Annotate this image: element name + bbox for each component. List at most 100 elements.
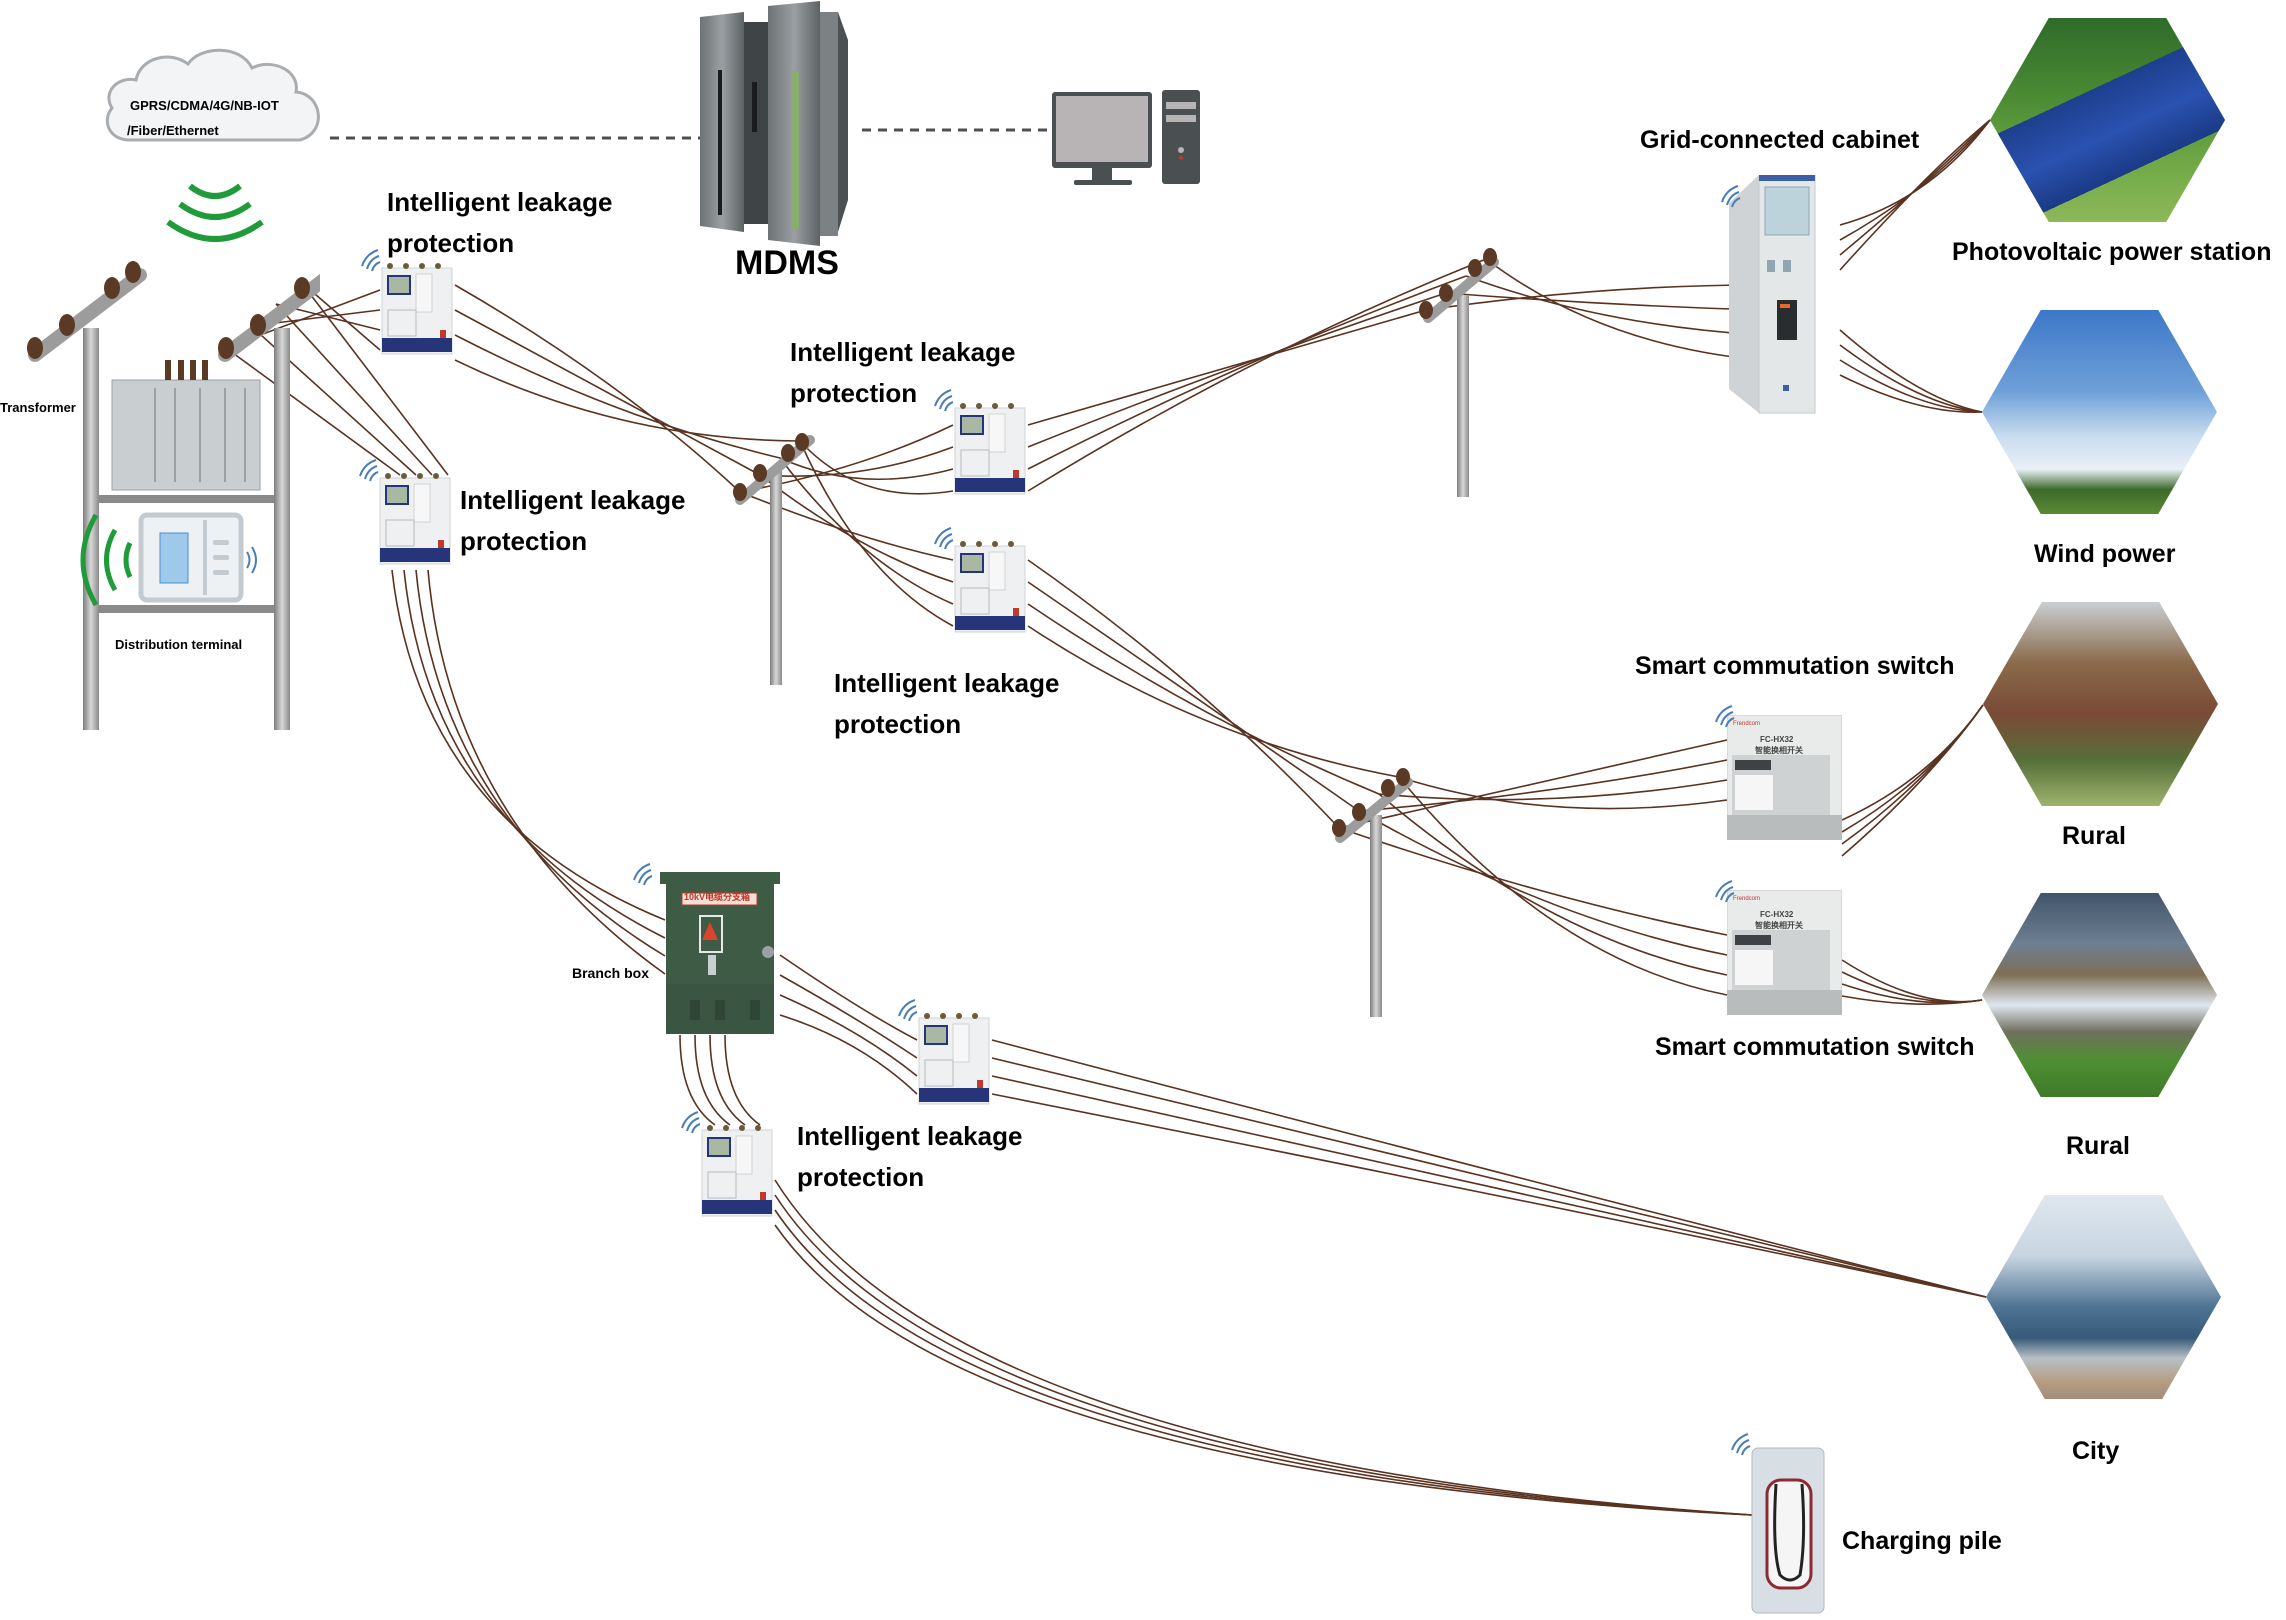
power-wire — [1839, 119, 1991, 256]
power-wire — [991, 1093, 1987, 1298]
distribution-terminal-label: Distribution terminal — [115, 637, 243, 652]
power-wire — [300, 281, 449, 476]
workstation-computer-icon — [1052, 90, 1200, 185]
smart-commutation-switch-2-icon: Frendcom — [1727, 890, 1842, 1015]
power-wire — [1378, 779, 1728, 801]
label-line2: protection — [797, 1162, 925, 1192]
power-wire — [391, 569, 666, 921]
power-wire — [1465, 275, 1761, 336]
leakage-protector-device — [381, 263, 453, 355]
power-wire — [739, 424, 954, 493]
power-wire — [454, 359, 801, 442]
switch-1-model: FC-HX32 — [1760, 735, 1794, 744]
power-wire — [759, 474, 954, 583]
power-wire — [1027, 625, 1400, 778]
power-wire — [1027, 258, 1487, 492]
leakage-protector-device — [379, 473, 451, 565]
smart-commutation-switch-1-icon: Frendcom — [1727, 715, 1842, 840]
label-line2: protection — [387, 228, 515, 258]
power-wire — [454, 309, 761, 476]
power-wire — [774, 1224, 1753, 1516]
leakage-protection-label-2: Intelligent leakage protection — [460, 480, 685, 562]
svg-text:Frendcom: Frendcom — [1733, 896, 1760, 902]
smart-switch-label-1: Smart commutation switch — [1635, 652, 1955, 680]
label-line1: Intelligent leakage — [460, 485, 686, 515]
cabinet-wifi-icon — [1721, 185, 1741, 208]
branch-box-wifi-icon — [633, 863, 653, 886]
svg-text:Frendcom: Frendcom — [1733, 721, 1760, 727]
grid-cabinet-label: Grid-connected cabinet — [1640, 126, 1920, 154]
leakage-protector-wifi-icon — [359, 459, 379, 482]
leakage-protector-device — [701, 1125, 773, 1217]
label-line2: protection — [790, 378, 918, 408]
rural-label-1: Rural — [2062, 822, 2126, 850]
power-wire — [1425, 284, 1761, 311]
power-wire — [1398, 776, 1728, 810]
charging-pile-wifi-icon — [1731, 1433, 1751, 1456]
utility-pole-3 — [1332, 768, 1413, 1017]
label-line1: Intelligent leakage — [387, 187, 613, 217]
charging-pile-label: Charging pile — [1842, 1527, 2002, 1555]
label-line1: Intelligent leakage — [797, 1121, 1023, 1151]
power-wire — [779, 954, 918, 1041]
cloud-label-line1: GPRS/CDMA/4G/NB-IOT — [130, 98, 279, 113]
switch-1-wifi-icon — [1715, 705, 1735, 728]
power-wire — [454, 284, 741, 493]
power-wire — [774, 1194, 1753, 1516]
city-label: City — [2072, 1437, 2120, 1465]
power-wire — [1378, 793, 1728, 976]
label-line2: protection — [460, 526, 588, 556]
transformer-label: Transformer — [0, 400, 76, 415]
label-line1: Intelligent leakage — [834, 668, 1060, 698]
power-wire — [225, 347, 401, 476]
network-cloud — [106, 48, 320, 142]
power-wire — [1839, 329, 1983, 413]
power-wire — [403, 569, 666, 939]
power-wire — [1027, 275, 1467, 470]
power-wire — [1445, 292, 1761, 311]
power-wire — [415, 569, 666, 957]
grid-connected-cabinet-icon — [1729, 175, 1816, 414]
branch-box-label: Branch box — [572, 965, 650, 981]
rural-label-2: Rural — [2066, 1132, 2130, 1160]
leakage-protection-label-3: Intelligent leakage protection — [790, 332, 1015, 414]
leakage-protector-wifi-icon — [898, 999, 918, 1022]
charging-pile-icon — [1751, 1447, 1825, 1614]
power-wire — [1358, 759, 1728, 812]
power-wire — [1841, 995, 1983, 1005]
distribution-terminal-icon — [80, 512, 257, 607]
power-wire — [739, 491, 954, 561]
leakage-protector-wifi-icon — [361, 249, 381, 272]
power-wire — [1027, 292, 1447, 448]
power-wire — [427, 569, 666, 975]
switch-2-model: FC-HX32 — [1760, 910, 1794, 919]
power-wire — [779, 974, 918, 1059]
cloud-label-line2: /Fiber/Ethernet — [127, 123, 219, 138]
power-wire — [1839, 119, 1991, 226]
leakage-protection-label-1: Intelligent leakage protection — [387, 182, 612, 264]
power-wire — [991, 1057, 1987, 1298]
leakage-protector-wifi-icon — [934, 527, 954, 550]
photovoltaic-label: Photovoltaic power station — [1952, 238, 2272, 266]
power-wire — [1027, 309, 1427, 426]
power-wire — [724, 1034, 761, 1126]
wind-power-label: Wind power — [2034, 540, 2176, 568]
power-wire — [679, 1034, 716, 1126]
power-wire — [1839, 359, 1983, 413]
switch-1-name: 智能换相开关 — [1755, 746, 1803, 755]
power-wire — [1027, 581, 1360, 812]
power-wire — [779, 457, 954, 481]
cloud-icon — [106, 48, 320, 142]
leakage-protector-device — [954, 541, 1026, 633]
leakage-protector-wifi-icon — [681, 1111, 701, 1134]
switch-2-name: 智能换相开关 — [1755, 921, 1803, 930]
power-wire — [1839, 344, 1983, 413]
switch-2-wifi-icon — [1715, 880, 1735, 903]
power-wire — [1841, 704, 1984, 857]
transformer-icon — [111, 360, 261, 491]
power-wire — [1338, 827, 1728, 936]
power-wire — [991, 1039, 1987, 1298]
power-wire — [1027, 559, 1340, 829]
power-wire — [779, 994, 918, 1077]
